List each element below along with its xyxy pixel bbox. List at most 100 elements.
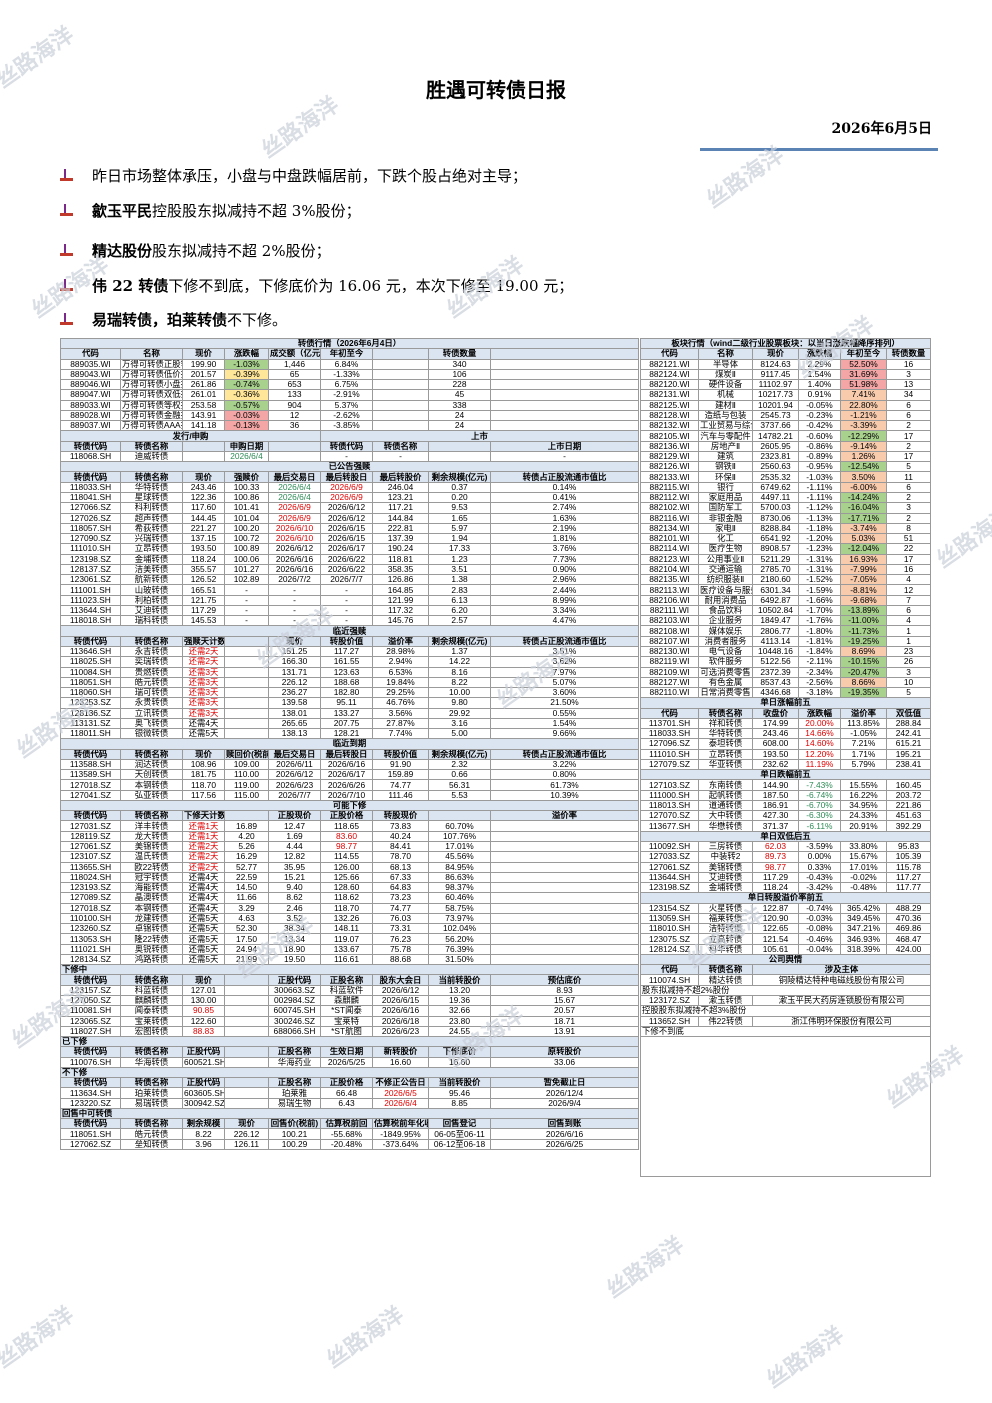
- section-header: 临近强赎: [59, 625, 640, 637]
- table-header: 转债代码转债名称剩余规模现价回售价(税前)估算税前回估算税前年化收益回售登记回售…: [60, 1118, 640, 1130]
- table-header: 转债代码转债名称现价强赎价最后交易日最后转股日最后转股价剩余规模(亿元)转债占正…: [60, 471, 640, 483]
- table-header: 代码名称现价涨跌幅年初至今转债数量: [640, 348, 932, 360]
- section-header: 已公告强赎: [59, 461, 640, 473]
- table-row: 882132.WI工业贸易与综合3737.66-0.42%-3.39%2: [640, 420, 932, 432]
- table-row: 889047.WI万得可转债双低指数261.01-0.36%133-2.91%4…: [60, 389, 640, 401]
- table-header: 转债代码转债名称正股代码正股名称正股价格不修正公告日当前转股价暂免截止日: [60, 1077, 640, 1089]
- section-header: 单日转股溢价率前五: [639, 892, 932, 904]
- bullet-icon: [60, 203, 74, 217]
- bullet-4: 伟 22 转债下修不到底，下修底价为 16.06 元，本次下修至 19.00 元…: [60, 275, 573, 296]
- section-header: 临近到期: [59, 738, 640, 750]
- section-header: 回售中可转债: [59, 1107, 640, 1120]
- bullet-icon: [60, 312, 74, 326]
- watermark: 丝路海洋: [602, 1232, 689, 1304]
- section-header: 不下修: [59, 1066, 640, 1079]
- table-header: 转债代码转债名称正股代码正股名称生效日期新转股价下修底价原转股价: [60, 1046, 640, 1058]
- bullet-icon: [60, 278, 74, 292]
- bullet-5: 易瑞转债，珀莱转债不下修。: [60, 309, 287, 330]
- table-row: 882113.WI医疗设备与服务6301.34-1.59%-8.81%12: [640, 584, 932, 596]
- table-header: 代码转债名称收盘价涨跌幅溢价率双低值: [640, 707, 932, 719]
- table-header: 转债代码转债名称现价赎回价(税前)最后交易日最后转股日转股价值剩余规模(亿元)转…: [60, 748, 640, 760]
- section-header: 发行/申购上市: [60, 430, 640, 442]
- section-header: 单日跌幅前五: [639, 769, 932, 781]
- table-row: 889035.WI万得可转债正股等权指数199.90-1.03%1,4466.8…: [60, 358, 640, 370]
- section-header: 板块行情（wind二级行业股票板块：以当日涨跌幅降序排列）: [639, 337, 932, 350]
- report-title: 胜遇可转债日报: [426, 78, 566, 102]
- watermark: 丝路海洋: [322, 1302, 409, 1374]
- watermark: 丝路海洋: [0, 1302, 79, 1374]
- table-row: 889033.WI万得可转债等权指数253.58-0.57%9045.37%33…: [60, 399, 640, 411]
- date-underline: [700, 148, 938, 151]
- table-header: 转债代码转债名称申购日期转债代码转债名称上市日期: [60, 440, 640, 452]
- table-header: 转债代码转债名称现价正股代码正股名称股东大会日当前转股价预估底价: [60, 974, 640, 986]
- watermark: 丝路海洋: [932, 502, 992, 574]
- table-row: 889028.WI万得可转债金融指数143.91-0.03%12-2.62%24: [60, 409, 640, 422]
